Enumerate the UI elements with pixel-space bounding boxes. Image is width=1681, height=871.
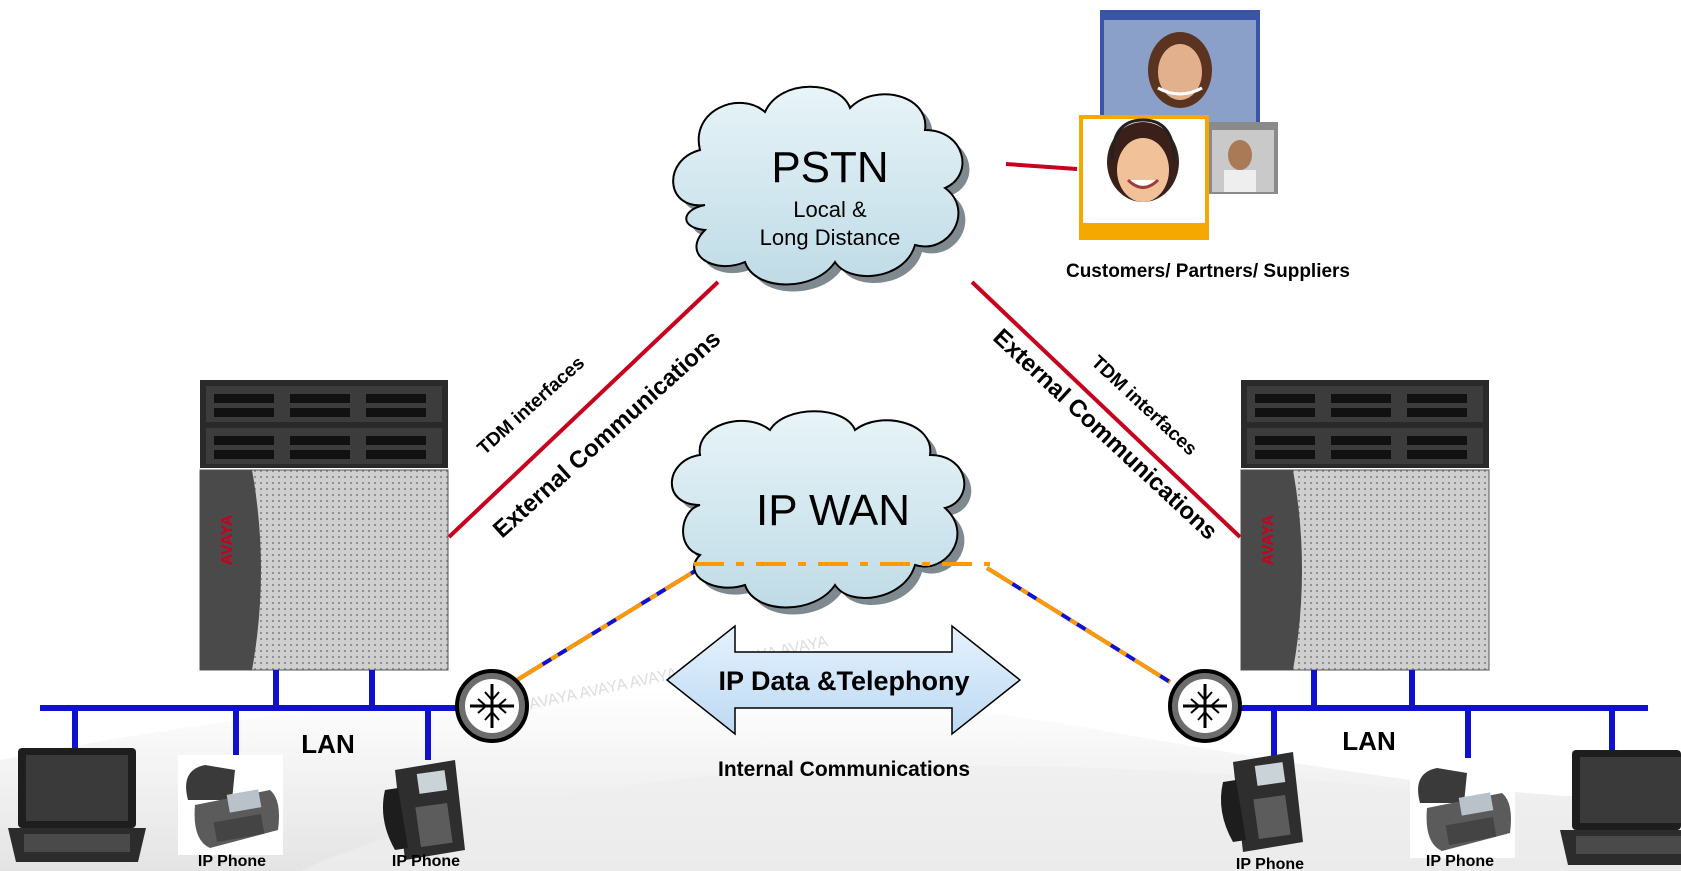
ip-phone-3-icon bbox=[1220, 752, 1303, 852]
background-swoosh-2 bbox=[300, 765, 1681, 871]
internal-communications-label: Internal Communications bbox=[718, 758, 970, 781]
ip-link-right bbox=[985, 566, 1172, 684]
customer-photo-1 bbox=[1100, 10, 1260, 125]
pstn-title: PSTN bbox=[771, 143, 888, 192]
ip-wan-title: IP WAN bbox=[756, 486, 910, 535]
customer-photo-2 bbox=[1208, 122, 1278, 194]
ip-phone-2-label: IP Phone bbox=[392, 853, 460, 870]
left-router-icon bbox=[455, 669, 529, 743]
left-server-icon: AVAYA bbox=[199, 380, 449, 671]
center-arrow-label: IP Data &Telephony bbox=[718, 666, 969, 696]
pstn-cloud-icon bbox=[672, 85, 970, 292]
ip-phone-2-icon bbox=[382, 760, 465, 860]
pstn-line-2: Long Distance bbox=[760, 225, 901, 250]
ip-phone-1-label: IP Phone bbox=[198, 853, 266, 870]
double-arrow-icon bbox=[665, 624, 1022, 736]
ip-phone-4-label: IP Phone bbox=[1426, 853, 1494, 870]
left-server-brand: AVAYA bbox=[219, 514, 236, 565]
customer-photo-3 bbox=[1079, 115, 1209, 240]
right-router-icon bbox=[1168, 669, 1242, 743]
ip-phone-1-icon bbox=[178, 755, 283, 855]
right-server-brand: AVAYA bbox=[1260, 514, 1277, 565]
lan-right-label: LAN bbox=[1342, 726, 1395, 756]
right-laptop-icon bbox=[1560, 750, 1681, 865]
right-server-icon: AVAYA bbox=[1240, 380, 1490, 671]
tdm-link-left bbox=[447, 280, 720, 539]
ip-phone-4-icon bbox=[1410, 758, 1515, 858]
lan-left-bus bbox=[40, 670, 480, 760]
lan-left-label: LAN bbox=[301, 729, 354, 759]
left-laptop-icon bbox=[8, 748, 146, 862]
customer-link bbox=[1005, 162, 1078, 171]
ip-phone-3-label: IP Phone bbox=[1236, 856, 1304, 871]
ip-link-left bbox=[515, 566, 702, 682]
pstn-line-1: Local & bbox=[793, 197, 867, 222]
lan-right-bus bbox=[1208, 670, 1648, 760]
customers-label: Customers/ Partners/ Suppliers bbox=[1066, 261, 1350, 282]
tdm-link-right bbox=[970, 280, 1242, 539]
left-tdm-label: TDM interfaces bbox=[474, 353, 589, 460]
